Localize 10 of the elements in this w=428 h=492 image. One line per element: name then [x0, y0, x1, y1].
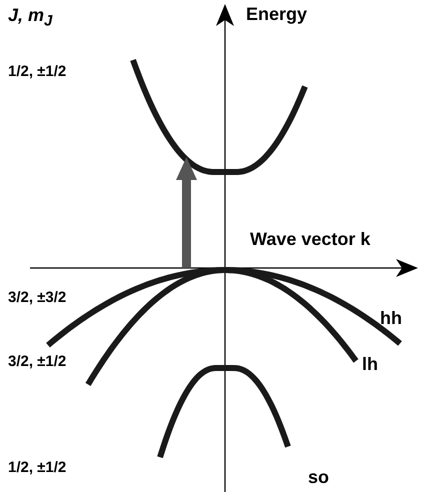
- band-label: lh: [362, 355, 378, 375]
- band-label: so: [308, 468, 330, 488]
- axis-label: Wave vector k: [250, 230, 370, 250]
- band-label: hh: [380, 309, 402, 329]
- quantum-number-heading: J, m$_{J}$: [8, 6, 52, 30]
- state-label: 1/2, ±1/2: [8, 460, 66, 476]
- axis-label: Energy: [246, 5, 308, 25]
- state-label: 3/2, ±3/2: [8, 290, 66, 306]
- state-label: 3/2, ±1/2: [8, 354, 66, 370]
- state-label: 1/2, ±1/2: [8, 64, 66, 80]
